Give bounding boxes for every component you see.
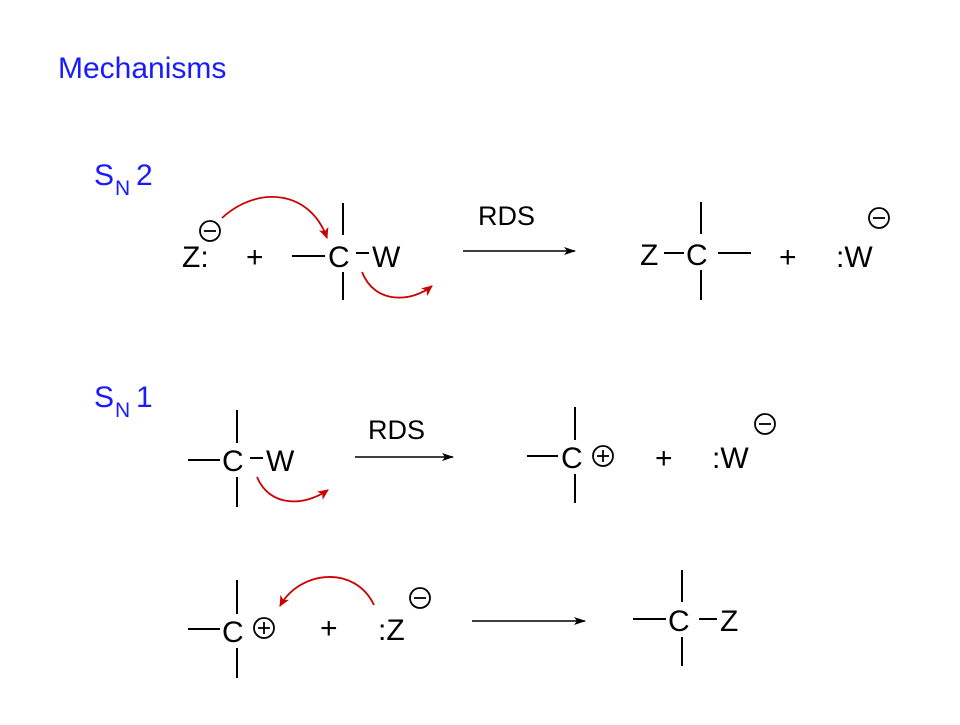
sn2-label-num: 2 — [136, 159, 153, 192]
sn1-carbon: C — [222, 445, 244, 478]
sn1-step2-carbon: C — [222, 616, 244, 649]
sn2-leaving-arrow — [361, 271, 433, 299]
sn2-product-carbon: C — [686, 239, 708, 272]
sn2-product-plus: + — [779, 241, 797, 274]
sn2-leaving-group: W — [372, 241, 401, 274]
sn1-cation-positive-charge — [592, 445, 614, 467]
sn1-leaving-group: W — [266, 445, 295, 478]
page-title: Mechanisms — [58, 52, 227, 85]
sn2-product-leaving: :W — [836, 241, 873, 274]
sn1-label-n: N — [115, 399, 130, 422]
sn2-nucleophile: Z: — [182, 241, 209, 274]
sn1-step2-nucleophile-negative-charge — [409, 587, 431, 609]
sn2-label-s: S — [94, 159, 114, 192]
sn2-plus: + — [246, 241, 264, 274]
sn1-product-leaving: :W — [712, 442, 749, 475]
sn2-nucleophile-attack-arrow — [221, 196, 329, 239]
sn2-product-negative-charge — [868, 207, 890, 229]
sn2-rds-label: RDS — [478, 201, 535, 231]
sn1-rds-label: RDS — [368, 415, 425, 445]
sn2-label-n: N — [115, 177, 130, 200]
sn2-product-z: Z — [640, 239, 658, 272]
sn1-leaving-arrow — [256, 476, 329, 503]
sn1-plus: + — [655, 442, 673, 475]
sn2-nucleophile-negative-charge — [199, 220, 221, 242]
sn1-step2-attack-arrow — [279, 576, 375, 607]
sn1-step2-product-z: Z — [720, 605, 738, 638]
sn1-product-negative-charge — [754, 413, 776, 435]
sn1-label-s: S — [94, 381, 114, 414]
sn1-step2-nucleophile: :Z — [378, 614, 405, 647]
sn1-label-num: 1 — [136, 381, 153, 414]
sn1-step2-product-carbon: C — [668, 605, 690, 638]
sn1-step2-plus: + — [320, 612, 338, 645]
sn1-cation-carbon: C — [561, 442, 583, 475]
sn2-carbon: C — [328, 241, 350, 274]
sn1-step2-positive-charge — [253, 617, 275, 639]
